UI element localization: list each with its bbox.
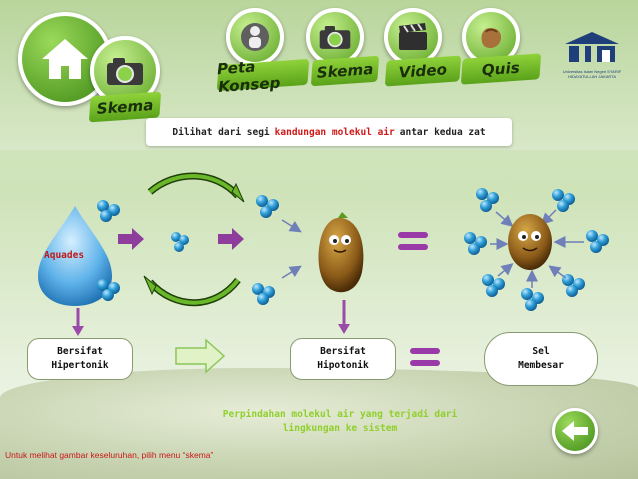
purple-arrow [218,228,244,250]
sel-membesar-line-1: Sel [532,345,549,359]
university-logo: Universitas Islam Negeri SYARIF HIDAYATU… [552,30,632,82]
water-molecule [482,274,505,297]
current-section-title: Skema [96,96,154,118]
hipotonik-box: Bersifat Hipotonik [290,338,396,380]
sel-membesar-line-2: Membesar [518,359,564,373]
back-button[interactable] [552,408,598,454]
hipertonik-box: Bersifat Hipertonik [27,338,133,380]
info-text-highlight: kandungan molekul air [275,127,395,138]
menu-skema-banner[interactable]: Skema [311,56,379,87]
water-molecule [521,288,544,311]
water-molecule [256,195,279,218]
purple-arrow [118,228,144,250]
hand-icon [474,20,508,54]
menu-video-label: Video [398,60,447,81]
water-molecule [97,200,120,222]
uin-logo-icon [561,30,623,64]
potato-cell [319,212,364,292]
water-molecule [252,283,275,305]
hipertonik-line-2: Hipertonik [51,359,108,373]
hipotonik-line-1: Bersifat [320,345,366,359]
menu-peta-konsep-label: Peta Konsep [216,54,309,96]
clapperboard-icon [396,22,430,52]
water-molecule [171,232,189,252]
info-bar: Dilihat dari segi kandungan molekul air … [146,118,512,146]
logo-text: Universitas Islam Negeri SYARIF HIDAYATU… [552,69,632,79]
transfer-note: Perpindahan molekul air yang terjadi dar… [205,408,475,436]
footnote: Untuk melihat gambar keseluruhan, pilih … [5,450,213,460]
info-text-pre: Dilihat dari segi [172,127,269,138]
water-molecule [552,189,575,212]
info-text-post: antar kedua zat [400,127,486,138]
menu-video-banner[interactable]: Video [385,55,461,86]
aquades-label: Aquades [44,250,84,261]
gear-person-icon [238,20,272,54]
back-arrow-icon [560,419,590,443]
menu-quis-label: Quis [481,59,520,79]
menu-skema-label: Skema [316,60,374,82]
water-molecule [586,230,609,253]
water-molecule [476,188,499,212]
menu-peta-konsep-banner[interactable]: Peta Konsep [217,59,309,91]
water-molecule [464,232,487,255]
camera-icon [318,23,352,51]
potato-cell-swollen [508,214,552,270]
hipotonik-line-2: Hipotonik [317,359,368,373]
sel-membesar-box: Sel Membesar [484,332,598,386]
hipertonik-line-1: Bersifat [57,345,103,359]
home-icon [38,35,92,83]
camera-icon [105,55,145,87]
